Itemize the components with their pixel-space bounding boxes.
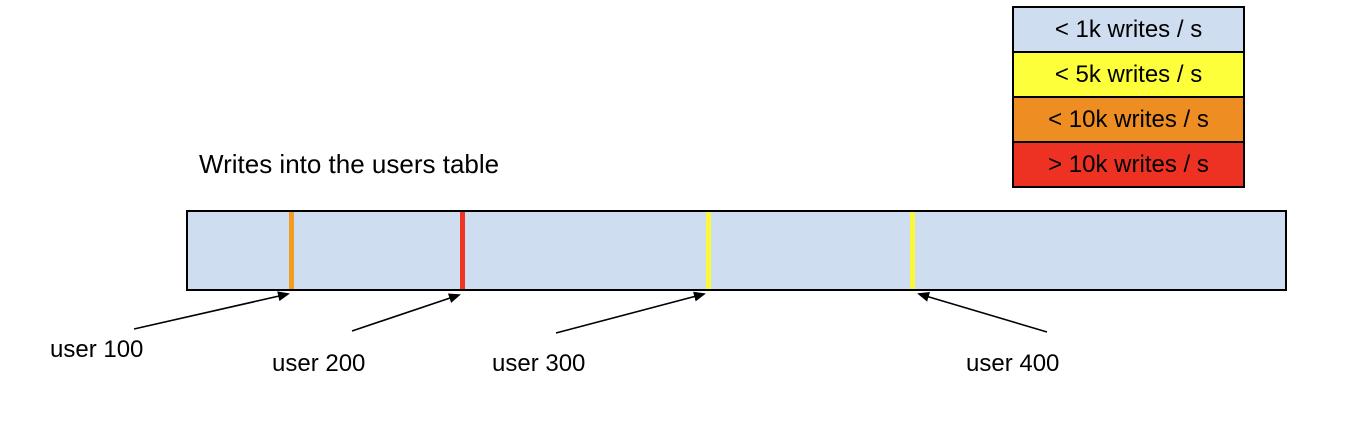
legend-item-label: < 1k writes / s	[1054, 15, 1203, 43]
legend-item-label: > 10k writes / s	[1048, 150, 1209, 178]
label-user-200: user 200	[272, 350, 366, 377]
legend-item-under-1k: < 1k writes / s	[1012, 6, 1245, 53]
write-rate-stripe-user-400	[910, 212, 915, 289]
write-rate-stripe-user-100	[289, 212, 294, 289]
arrow-user-300	[555, 291, 706, 334]
diagram-title: Writes into the users table	[199, 149, 500, 179]
arrow-user-200	[351, 293, 461, 332]
write-rate-stripe-user-300	[706, 212, 711, 289]
arrow-user-100	[133, 291, 290, 330]
label-user-300: user 300	[492, 350, 586, 377]
legend-item-label: < 5k writes / s	[1054, 60, 1203, 88]
legend-item-under-5k: < 5k writes / s	[1012, 51, 1245, 98]
legend-item-under-10k: < 10k writes / s	[1012, 96, 1245, 143]
legend-item-over-10k: > 10k writes / s	[1012, 141, 1245, 188]
write-rate-stripe-user-200	[460, 212, 465, 289]
legend: < 1k writes / s < 5k writes / s < 10k wr…	[1012, 6, 1245, 188]
users-table-bar	[186, 210, 1287, 291]
label-user-400: user 400	[966, 350, 1060, 377]
arrow-user-400	[917, 292, 1048, 333]
label-user-100: user 100	[50, 336, 144, 363]
legend-item-label: < 10k writes / s	[1048, 105, 1209, 133]
